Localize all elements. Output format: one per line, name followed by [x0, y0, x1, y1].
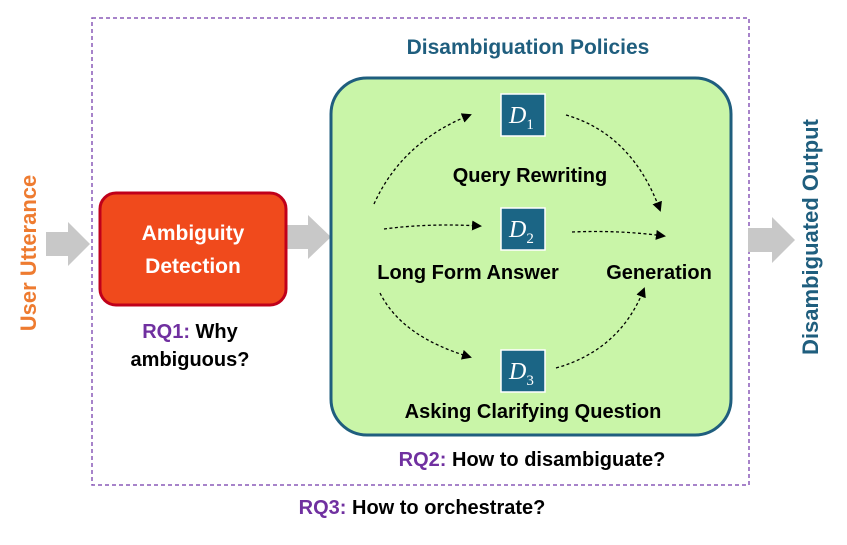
d2-label: D2 [508, 217, 534, 247]
middle-arrow [287, 215, 331, 259]
rq1-tag: RQ1: [142, 321, 190, 343]
rq3-label: RQ3: How to orchestrate? [299, 497, 546, 519]
ambiguity-detection-line2: Detection [145, 255, 241, 278]
output-arrow [748, 217, 795, 263]
arrow-d2-to-generation [571, 229, 666, 240]
d2-box [500, 207, 546, 251]
d1-box [500, 93, 546, 137]
rq3-tag: RQ3: [299, 497, 347, 519]
rq2-text: How to disambiguate? [446, 449, 665, 471]
disambiguated-output-label: Disambiguated Output [798, 118, 823, 355]
query-rewriting-label: Query Rewriting [453, 165, 607, 187]
policies-title: Disambiguation Policies [407, 36, 650, 59]
arrow-start-to-d1 [373, 113, 472, 205]
d3-label: D3 [508, 359, 534, 389]
rq2-label: RQ2: How to disambiguate? [399, 449, 666, 471]
d3-badge: D3 [500, 349, 546, 393]
d2-sub: 2 [526, 231, 534, 247]
arrow-d1-to-generation [565, 114, 662, 212]
rq1-line2: ambiguous? [131, 349, 250, 371]
d2-base: D [508, 217, 526, 243]
long-form-answer-label: Long Form Answer [377, 262, 559, 284]
policies-box [329, 76, 733, 437]
rq1-line1: RQ1: Why [142, 321, 238, 343]
user-utterance-label: User Utterance [16, 175, 41, 332]
d3-base: D [508, 359, 526, 385]
d1-badge: D1 [500, 93, 546, 137]
rq2-tag: RQ2: [399, 449, 447, 471]
input-arrow [46, 222, 90, 266]
arrow-start-to-d3 [379, 292, 472, 360]
d1-base: D [508, 103, 526, 129]
ambiguity-detection-line1: Ambiguity [142, 222, 245, 245]
asking-clarifying-question-label: Asking Clarifying Question [405, 401, 662, 423]
ambiguity-detection-box [98, 191, 288, 307]
d3-sub: 3 [526, 373, 534, 389]
d3-box [500, 349, 546, 393]
flow-arrows [373, 113, 666, 369]
generation-label: Generation [606, 262, 712, 284]
d2-badge: D2 [500, 207, 546, 251]
d1-sub: 1 [526, 117, 534, 133]
rq3-text: How to orchestrate? [346, 497, 545, 519]
arrow-d3-to-generation [555, 287, 646, 369]
d1-label: D1 [508, 103, 534, 133]
rq1-text-1: Why [190, 321, 239, 343]
